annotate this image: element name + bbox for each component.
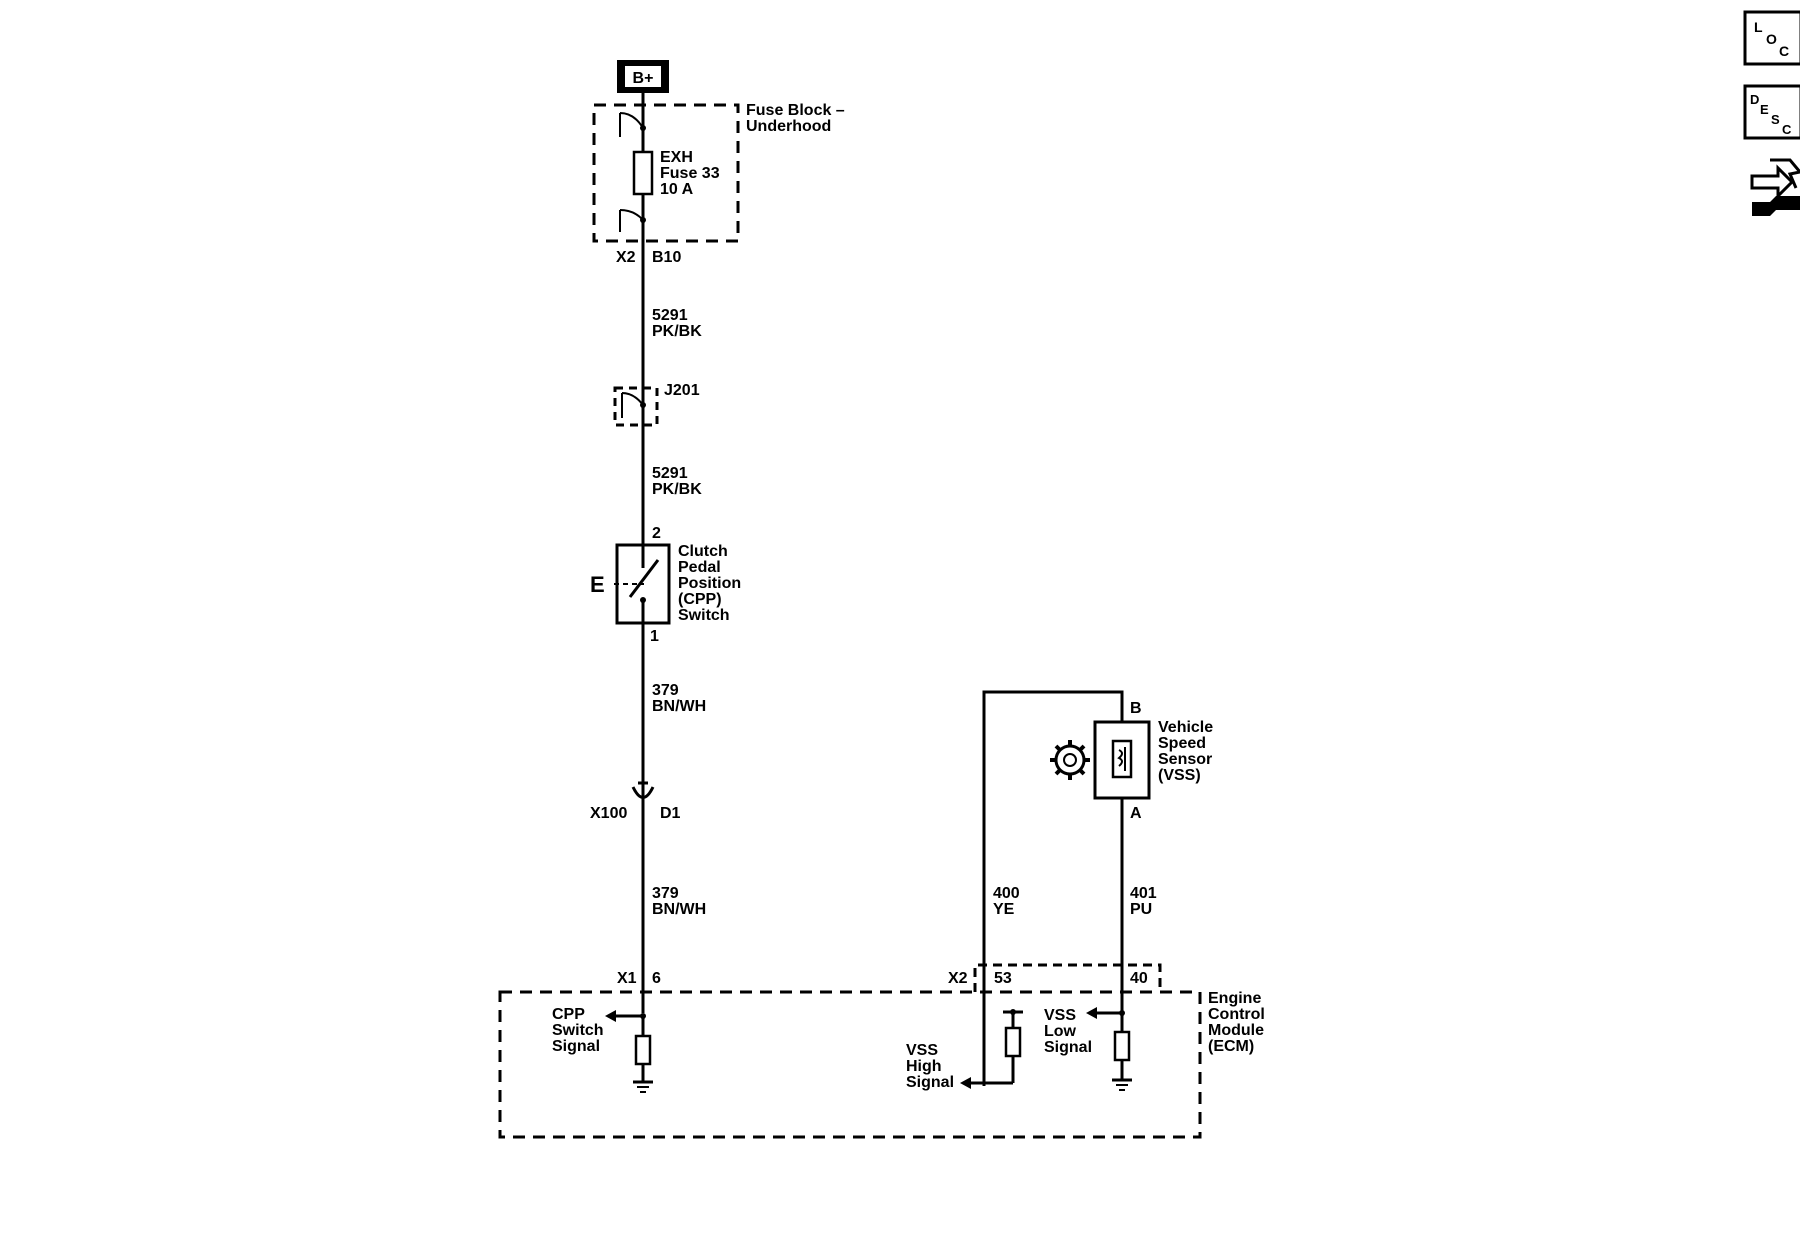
cpp-switch-label: Clutch Pedal Position (CPP) Switch: [678, 543, 741, 624]
vss-high-label-line1: VSS: [906, 1042, 938, 1059]
wire-400-circuit: 400: [993, 885, 1020, 902]
ecm-x2-pin-high: 53: [994, 970, 1012, 987]
vss-pin-top: B: [1130, 700, 1142, 717]
ecm-x1-pin: 6: [652, 970, 661, 987]
ecm-x2-pin-low: 40: [1130, 970, 1148, 987]
wire-401-color: PU: [1130, 901, 1152, 918]
vss-high-label-line2: High: [906, 1058, 942, 1075]
vss-high-signal-label: VSS High Signal: [906, 1042, 954, 1091]
vss-low-signal-input: [1086, 1007, 1131, 1080]
inline-connector-pin: D1: [660, 805, 681, 822]
cpp-switch-label-line1: Clutch: [678, 543, 728, 560]
splice-label: J201: [664, 382, 700, 399]
splice-outline: [613, 386, 659, 427]
vss-low-label-line2: Low: [1044, 1023, 1077, 1040]
cpp-switch-pin-bottom: 1: [650, 628, 659, 645]
vss-low-label-line3: Signal: [1044, 1039, 1092, 1056]
fuse-block-pin: B10: [652, 249, 681, 266]
wire-5291-lower-circuit: 5291: [652, 465, 688, 482]
fuse-label-line3: 10 A: [660, 181, 694, 198]
inline-connector-name: X100: [590, 805, 627, 822]
loc-icon-letter-c: C: [1779, 43, 1789, 59]
ground-icon: [1112, 1078, 1132, 1091]
fuse-label: EXH Fuse 33 10 A: [660, 149, 720, 198]
cpp-signal-label-line2: Switch: [552, 1022, 604, 1039]
vss-label: Vehicle Speed Sensor (VSS): [1158, 719, 1213, 784]
fuse-block-title-line1: Fuse Block –: [746, 102, 845, 119]
cpp-switch-label-line2: Pedal: [678, 559, 721, 576]
wire-5291-upper-circuit: 5291: [652, 307, 688, 324]
loc-icon[interactable]: L O C: [1743, 10, 1800, 66]
wire-401-circuit: 401: [1130, 885, 1157, 902]
vss-label-line4: (VSS): [1158, 767, 1201, 784]
fuse-block-terminal-upper: [619, 112, 646, 137]
cpp-switch-label-line4: (CPP): [678, 591, 722, 608]
fuse-label-line1: EXH: [660, 149, 693, 166]
fuse-block-outline: [592, 103, 740, 243]
wire-5291-lower-color: PK/BK: [652, 481, 702, 498]
cpp-signal-label: CPP Switch Signal: [552, 1006, 604, 1055]
ecm-x2-connector-outline: [973, 963, 1162, 992]
desc-icon[interactable]: D E S C: [1743, 84, 1800, 140]
vss-pin-bottom: A: [1130, 805, 1142, 822]
cpp-switch-label-line5: Switch: [678, 607, 730, 624]
wire-379-upper-circuit: 379: [652, 682, 679, 699]
fuse-label-line2: Fuse 33: [660, 165, 720, 182]
desc-icon-letter-c: C: [1782, 122, 1792, 137]
ecm-label-line2: Control: [1208, 1006, 1265, 1023]
wire-379-lower-color: BN/WH: [652, 901, 706, 918]
fuse-block-connector: X2: [616, 249, 636, 266]
desc-icon-letter-s: S: [1771, 112, 1780, 127]
ecm-label-line1: Engine: [1208, 990, 1261, 1007]
wire-5291-upper-color: PK/BK: [652, 323, 702, 340]
fuse-element: [632, 150, 654, 196]
gear-icon: [1050, 740, 1090, 780]
wire-379-upper-color: BN/WH: [652, 698, 706, 715]
vss-coil: [1111, 739, 1133, 779]
fuse-block-title-line2: Underhood: [746, 118, 831, 135]
vss-high-label-line3: Signal: [906, 1074, 954, 1091]
cpp-signal-label-line3: Signal: [552, 1038, 600, 1055]
ecm-label: Engine Control Module (ECM): [1208, 990, 1265, 1055]
cpp-switch-contact: [614, 545, 660, 623]
ecm-x1-connector: X1: [617, 970, 637, 987]
desc-icon-letter-d: D: [1750, 92, 1759, 107]
cpp-signal-label-line1: CPP: [552, 1006, 585, 1023]
ecm-x2-connector: X2: [948, 970, 968, 987]
loc-icon-letter-o: O: [1766, 31, 1777, 47]
splice-terminal: [621, 392, 646, 418]
wire-400-color: YE: [993, 901, 1015, 918]
battery-positive-source: B+: [617, 60, 669, 93]
cpp-switch-label-line3: Position: [678, 575, 741, 592]
inline-connector-x100: [631, 781, 655, 799]
ecm-label-line3: Module: [1208, 1022, 1264, 1039]
fuse-block-terminal-lower: [619, 209, 646, 232]
cpp-switch-pin-top: 2: [652, 525, 661, 542]
desc-icon-letter-e: E: [1760, 102, 1769, 117]
fuse-block-label: Fuse Block – Underhood: [746, 102, 845, 135]
cpp-switch-side-mark: E: [590, 572, 605, 597]
ecm-outline: [498, 990, 1202, 1139]
wire-400: [982, 690, 1124, 1086]
ecm-label-line4: (ECM): [1208, 1038, 1254, 1055]
vss-label-line2: Speed: [1158, 735, 1206, 752]
vss-low-signal-label: VSS Low Signal: [1044, 1007, 1092, 1056]
power-label: B+: [633, 70, 654, 87]
cpp-signal-input: [605, 1010, 652, 1082]
ground-icon: [633, 1080, 653, 1093]
vss-low-label-line1: VSS: [1044, 1007, 1076, 1024]
vss-high-signal-input: [960, 1009, 1023, 1089]
vss-label-line3: Sensor: [1158, 751, 1212, 768]
connector-tool-icon[interactable]: [1750, 158, 1800, 216]
wire-379-lower-circuit: 379: [652, 885, 679, 902]
loc-icon-letter-l: L: [1754, 19, 1763, 35]
vss-label-line1: Vehicle: [1158, 719, 1213, 736]
